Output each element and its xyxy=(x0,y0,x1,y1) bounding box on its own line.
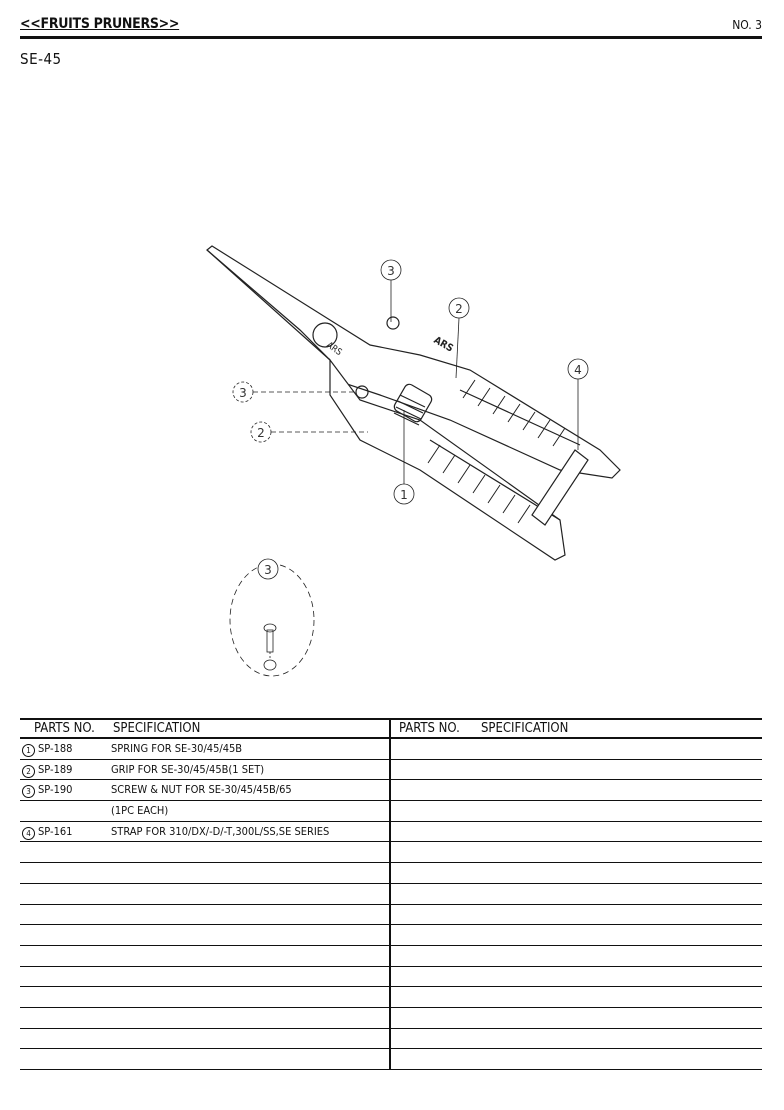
page-number: NO. 3 xyxy=(732,18,762,32)
left-cell xyxy=(20,883,391,904)
col-parts-no: PARTS NO. xyxy=(34,721,95,736)
item-number-badge: 3 xyxy=(22,785,35,799)
table-row xyxy=(20,1007,762,1029)
right-cell xyxy=(393,925,762,945)
right-cell xyxy=(393,1008,762,1028)
left-cell xyxy=(20,925,391,945)
specification: SPRING FOR SE-30/45/45B xyxy=(111,742,243,755)
right-cell xyxy=(393,863,762,883)
svg-text:ARS: ARS xyxy=(432,335,455,355)
table-row xyxy=(20,945,762,967)
right-cell xyxy=(393,946,762,966)
right-cell xyxy=(393,967,762,987)
svg-text:3: 3 xyxy=(239,386,247,400)
right-cell xyxy=(393,822,762,842)
svg-text:3: 3 xyxy=(387,264,395,278)
left-cell: (1PC EACH) xyxy=(20,801,391,821)
left-cell xyxy=(20,904,391,925)
table-row: (1PC EACH) xyxy=(20,801,762,822)
parts-table: PARTS NO. SPECIFICATION PARTS NO. SPECIFIC… xyxy=(20,718,762,1070)
svg-text:2: 2 xyxy=(455,302,463,316)
table-row xyxy=(20,925,762,946)
item-number-badge: 2 xyxy=(22,764,35,778)
left-cell xyxy=(20,987,391,1007)
right-cell xyxy=(393,1029,762,1049)
section-title: <<FRUITS PRUNERS>> xyxy=(20,16,180,32)
specification: GRIP FOR SE-30/45/45B(1 SET) xyxy=(111,762,265,776)
col-specification: SPECIFICATION xyxy=(113,721,201,736)
item-number-badge: 1 xyxy=(22,744,35,757)
callouts: 3 2 4 3 2 1 3 xyxy=(229,259,589,677)
table-row xyxy=(20,842,762,864)
page-header: <<FRUITS PRUNERS>> NO. 3 xyxy=(20,14,762,39)
svg-text:1: 1 xyxy=(400,488,408,502)
model-number: SE-45 xyxy=(20,50,62,68)
specification: (1PC EACH) xyxy=(111,804,169,818)
table-row xyxy=(20,966,762,988)
table-row xyxy=(20,1028,762,1050)
left-cell xyxy=(20,1028,391,1049)
specification: STRAP FOR 310/DX/-D/-T,300L/SS,SE SERIES xyxy=(111,824,330,838)
right-cell xyxy=(393,801,762,821)
col-parts-no: PARTS NO. xyxy=(399,721,460,736)
right-cell xyxy=(393,780,762,800)
table-row xyxy=(20,1049,762,1070)
svg-text:3: 3 xyxy=(264,563,272,577)
parts-no-text: SP-190 xyxy=(38,783,73,797)
table-row xyxy=(20,883,762,905)
col-specification: SPECIFICATION xyxy=(481,721,569,736)
table-row xyxy=(20,863,762,884)
svg-text:4: 4 xyxy=(574,363,582,377)
left-cell xyxy=(20,842,391,863)
item-number-badge: 4 xyxy=(22,826,35,840)
right-cell xyxy=(393,884,762,904)
right-cell xyxy=(393,760,762,780)
left-cell xyxy=(20,966,391,987)
svg-text:2: 2 xyxy=(257,426,265,440)
left-cell xyxy=(20,863,391,883)
right-cell xyxy=(393,842,762,862)
right-cell xyxy=(393,905,762,925)
specification: SCREW & NUT FOR SE-30/45/45B/65 xyxy=(111,783,292,797)
pruner-illustration: ARS ARS xyxy=(206,245,621,561)
right-cell xyxy=(393,987,762,1007)
table-row xyxy=(20,987,762,1008)
left-cell xyxy=(20,1049,391,1069)
table-row xyxy=(20,904,762,926)
parts-no-text: SP-188 xyxy=(38,742,73,755)
right-cell xyxy=(393,1049,762,1069)
left-cell xyxy=(20,1007,391,1028)
left-cell xyxy=(20,945,391,966)
parts-no-text: SP-161 xyxy=(38,824,73,838)
table-header: PARTS NO. SPECIFICATION PARTS NO. SPECIFIC… xyxy=(20,720,762,739)
exploded-parts-drawing: ARS ARS 3 2 4 3 2 1 3 xyxy=(206,245,621,677)
right-cell xyxy=(393,739,762,759)
parts-no-text: SP-189 xyxy=(38,762,73,776)
